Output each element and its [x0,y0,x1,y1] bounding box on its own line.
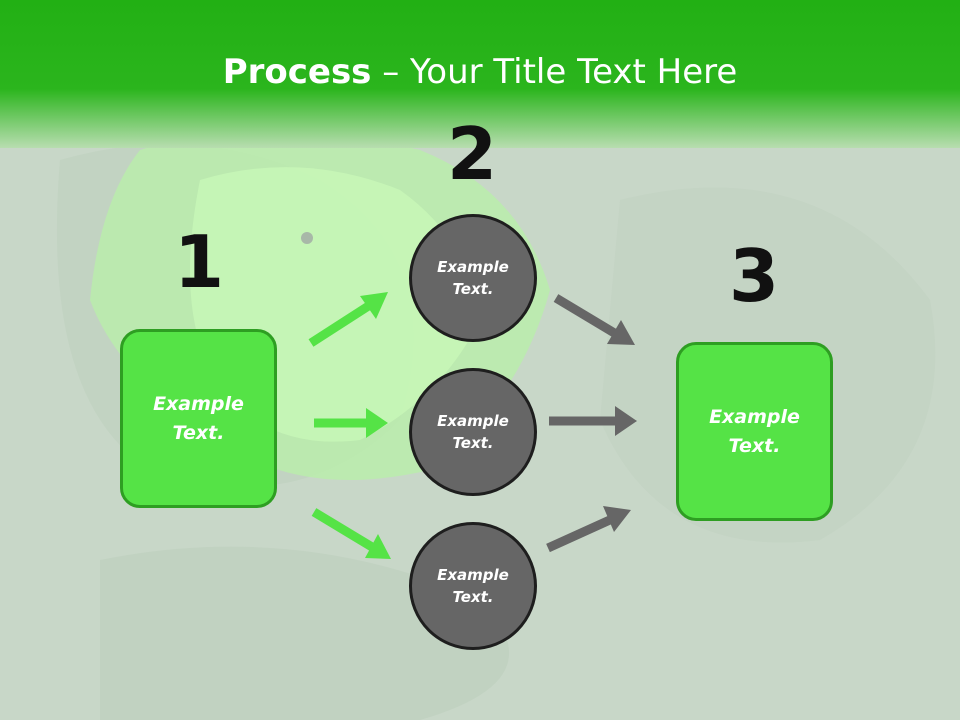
left-box-line1: Example [153,393,244,415]
slide-title: Process – Your Title Text Here [0,52,960,92]
circle-center-line2: Text. [452,434,494,452]
circle-center-line1: Example [437,411,509,430]
middle-circle-center: Example Text. [409,368,537,496]
left-box-line2: Text. [172,421,225,444]
header-banner [0,0,960,148]
circle-top-line2: Text. [452,280,494,298]
step-number-2: 2 [446,112,498,196]
circle-bottom-line1: Example [437,565,509,584]
step-number-1: 1 [173,220,225,304]
left-step-box: Example Text. [120,329,277,508]
right-box-line1: Example [709,406,800,428]
title-rest: – Your Title Text Here [371,52,738,92]
title-bold: Process [222,52,372,92]
step-number-3: 3 [728,234,780,318]
right-box-line2: Text. [728,434,781,457]
right-step-box: Example Text. [676,342,833,521]
circle-bottom-line2: Text. [452,588,494,606]
middle-circle-top: Example Text. [409,214,537,342]
circle-top-line1: Example [437,257,509,276]
middle-circle-bottom: Example Text. [409,522,537,650]
